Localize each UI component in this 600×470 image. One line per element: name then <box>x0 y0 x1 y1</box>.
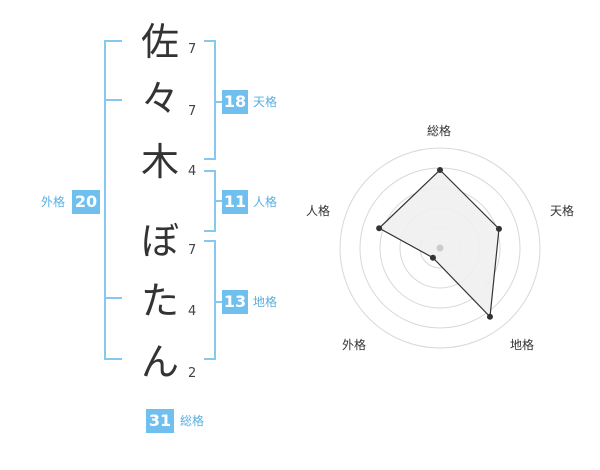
stroke-count-1: 7 <box>188 42 197 57</box>
stroke-count-2: 7 <box>188 104 197 119</box>
radar-label-gaikaku: 外格 <box>342 338 367 352</box>
chikaku-label: 地格 <box>253 295 278 309</box>
stroke-count-4: 7 <box>188 243 197 258</box>
radar-grid-ring <box>339 147 541 349</box>
jinkaku-value-badge: 11 <box>222 190 248 214</box>
tenkaku-bracket <box>204 40 216 160</box>
soukaku-value-badge: 31 <box>146 409 174 433</box>
gaikaku-label: 外格 <box>41 195 66 209</box>
radar-label-tenkaku: 天格 <box>550 204 575 218</box>
gaikaku-bracket-tick-top <box>104 99 122 101</box>
radar-center <box>436 244 444 252</box>
chikaku-bracket-tick <box>216 301 222 303</box>
stroke-count-3: 4 <box>188 164 197 179</box>
radar-label-jinkaku: 人格 <box>306 204 331 218</box>
radar-label-chikaku: 地格 <box>510 338 535 352</box>
name-char-6: ん <box>140 340 179 384</box>
radar-point-4 <box>429 254 436 261</box>
name-char-4: ぼ <box>140 219 179 263</box>
jinkaku-bracket-tick <box>216 200 222 202</box>
gaikaku-value-badge: 20 <box>72 190 100 214</box>
gaikaku-bracket-tick-bottom <box>104 297 122 299</box>
tenkaku-label: 天格 <box>253 95 278 109</box>
name-char-1: 佐 <box>140 20 179 64</box>
soukaku-label: 総格 <box>180 414 205 428</box>
tenkaku-bracket-tick <box>216 101 222 103</box>
gaikaku-bracket <box>104 40 122 360</box>
radar-point-1 <box>437 167 443 173</box>
name-char-3: 木 <box>140 140 179 184</box>
stroke-count-5: 4 <box>188 304 197 319</box>
name-char-5: た <box>140 279 179 323</box>
chikaku-bracket <box>204 240 216 360</box>
radar-point-3 <box>486 313 493 320</box>
radar-polygon <box>378 169 500 319</box>
jinkaku-bracket <box>204 170 216 232</box>
tenkaku-value-badge: 18 <box>222 90 248 114</box>
radar-label-soukaku: 総格 <box>427 124 452 138</box>
radar-point-2 <box>495 225 502 232</box>
chikaku-value-badge: 13 <box>222 290 248 314</box>
stroke-count-6: 2 <box>188 366 197 381</box>
name-char-2: 々 <box>140 77 179 121</box>
radar-point-5 <box>376 225 383 232</box>
jinkaku-label: 人格 <box>253 195 278 209</box>
